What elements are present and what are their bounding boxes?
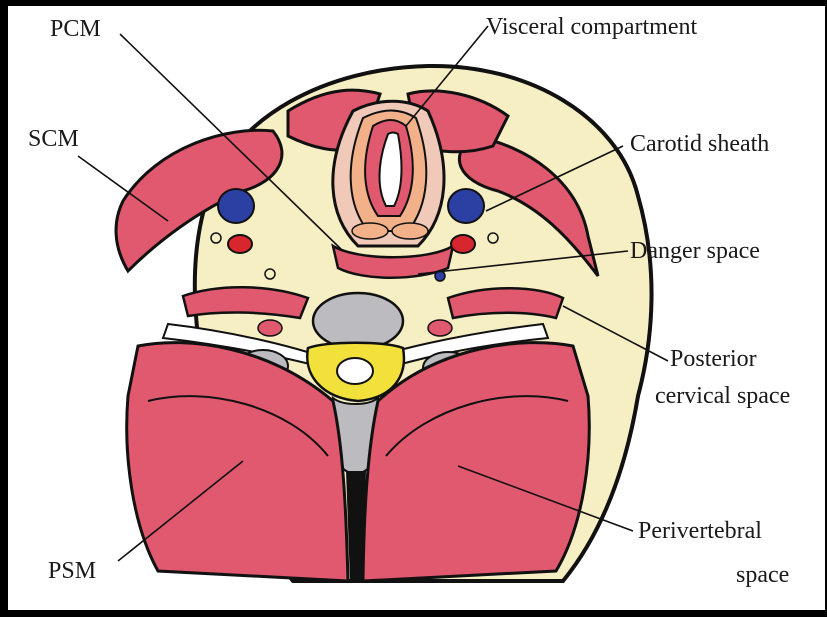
vagus-right: [488, 233, 498, 243]
arytenoid-right: [392, 223, 428, 239]
sympathetic-chain-left: [265, 269, 275, 279]
vertebral-body: [313, 293, 403, 349]
label-psm: PSM: [48, 558, 96, 584]
vertebral-artery-left: [258, 320, 282, 336]
carotid-artery-right: [451, 235, 475, 253]
jugular-vein-right: [448, 189, 484, 223]
label-posterior-line1: Posterior: [670, 346, 757, 372]
label-visceral-compartment: Visceral compartment: [486, 14, 697, 40]
vagus-left: [211, 233, 221, 243]
carotid-artery-left: [228, 235, 252, 253]
label-danger-space: Danger space: [630, 238, 760, 264]
jugular-vein-left: [218, 189, 254, 223]
label-perivertebral-line1: Perivertebral: [638, 518, 762, 544]
vertebral-artery-right: [428, 320, 452, 336]
label-scm: SCM: [28, 126, 79, 152]
longus-muscle-right: [448, 288, 563, 318]
spinal-cord: [337, 358, 373, 384]
diagram-frame: PCM SCM PSM Visceral compartment Carotid…: [8, 6, 825, 610]
label-carotid-sheath: Carotid sheath: [630, 131, 769, 157]
neck-cross-section-diagram: PCM SCM PSM Visceral compartment Carotid…: [8, 6, 825, 610]
longus-muscle-left: [183, 287, 308, 318]
arytenoid-left: [352, 223, 388, 239]
label-pcm: PCM: [50, 16, 101, 42]
label-posterior-line2: cervical space: [655, 383, 790, 409]
label-perivertebral-line2: space: [736, 562, 789, 588]
